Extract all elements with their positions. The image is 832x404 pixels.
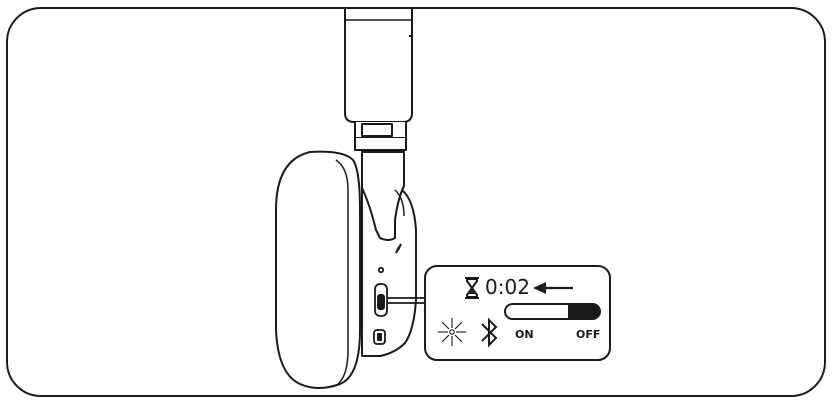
power-switch [504, 303, 601, 320]
switch-on-label: ON [515, 328, 534, 341]
timer-text: 0:02 [485, 275, 530, 299]
ear-cushion [275, 150, 361, 389]
cup-controls [373, 266, 388, 345]
hourglass-icon [465, 277, 479, 299]
switch-off-label: OFF [576, 328, 601, 341]
bluetooth-icon [481, 317, 498, 348]
arrow-left-icon [533, 282, 573, 294]
outer-frame [6, 7, 826, 397]
yoke-arm [361, 151, 405, 254]
headband [344, 7, 413, 151]
callout-connector [388, 297, 428, 304]
light-burst-icon [438, 318, 466, 346]
